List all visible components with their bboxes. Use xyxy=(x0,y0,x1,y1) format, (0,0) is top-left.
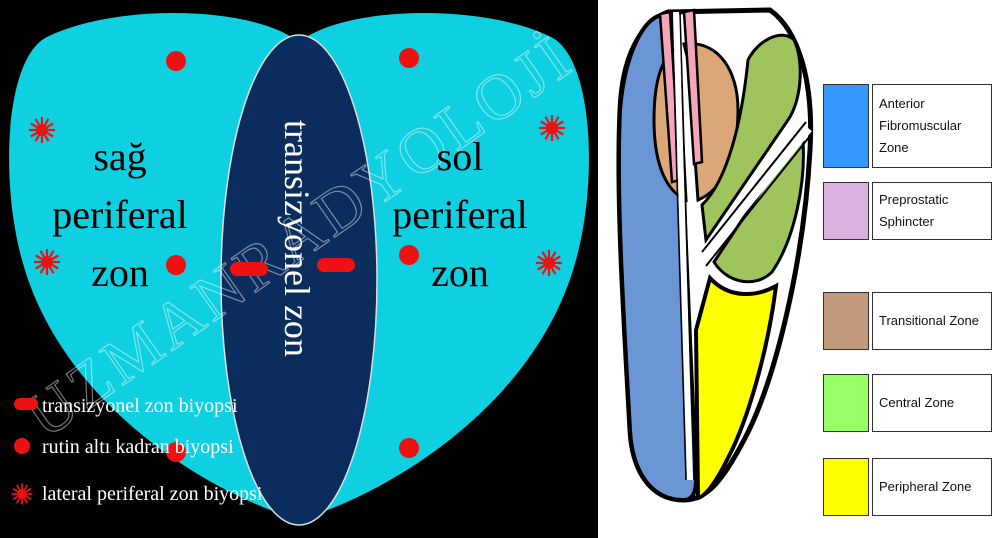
biopsy-scheme-panel: UZMANRADYOLOJİ sağ periferal zon sol per… xyxy=(0,0,598,538)
routine-biopsy-dot xyxy=(166,255,186,275)
legend-lateral-text: lateral periferal zon biyopsi xyxy=(42,483,263,505)
right-zone-label-line2: periferal xyxy=(52,192,187,237)
zonal-anatomy-panel: Anterior Fibromuscular Zone Preprostatic… xyxy=(598,0,998,538)
legend-label-sphincter: Preprostatic Sphincter xyxy=(872,182,992,240)
legend-row-peripheral: Peripheral Zone xyxy=(823,458,992,516)
right-zone-label-line1: sağ xyxy=(93,134,146,179)
transitional-biopsy-dash xyxy=(230,262,268,276)
transitional-biopsy-dash xyxy=(317,258,355,272)
biopsy-scheme-svg: UZMANRADYOLOJİ sağ periferal zon sol per… xyxy=(0,0,598,538)
legend-row-afmz: Anterior Fibromuscular Zone xyxy=(823,84,992,168)
legend-row-central: Central Zone xyxy=(823,374,992,432)
transitional-zone-label: transizyonel zon xyxy=(277,120,317,357)
routine-biopsy-dot xyxy=(166,51,186,71)
legend-swatch-peripheral xyxy=(823,458,869,516)
legend-star-marker xyxy=(12,484,33,505)
legend-swatch-sphincter xyxy=(823,182,869,240)
legend-label-afmz: Anterior Fibromuscular Zone xyxy=(872,84,992,168)
routine-biopsy-dot xyxy=(399,48,419,68)
right-zone-label-line3: zon xyxy=(91,250,149,295)
legend-label-central: Central Zone xyxy=(872,374,992,432)
legend-transitional-text: transizyonel zon biyopsi xyxy=(42,395,238,417)
legend-swatch-transitional xyxy=(823,292,869,350)
routine-biopsy-dot xyxy=(399,245,419,265)
legend-label-transitional: Transitional Zone xyxy=(872,292,992,350)
left-zone-label-line2: periferal xyxy=(392,192,527,237)
zonal-anatomy-svg xyxy=(598,0,822,538)
left-zone-label-line3: zon xyxy=(431,250,489,295)
legend-routine-text: rutin altı kadran biyopsi xyxy=(42,436,234,458)
left-zone-label-line1: sol xyxy=(437,134,484,179)
legend-swatch-afmz xyxy=(823,84,869,168)
legend-dash-marker xyxy=(14,398,38,410)
legend-swatch-central xyxy=(823,374,869,432)
legend-row-sphincter: Preprostatic Sphincter xyxy=(823,182,992,240)
legend-label-peripheral: Peripheral Zone xyxy=(872,458,992,516)
legend-dot-marker xyxy=(14,438,30,454)
routine-biopsy-dot xyxy=(399,438,419,458)
legend-row-transitional: Transitional Zone xyxy=(823,292,992,350)
